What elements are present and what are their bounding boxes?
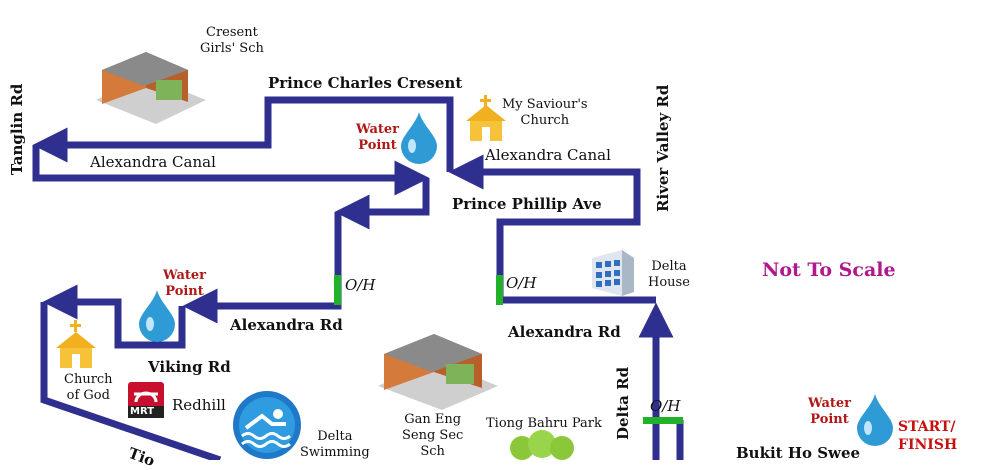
park-tree-icon	[508, 430, 578, 464]
road-label-tanglin: Tanglin Rd	[8, 83, 26, 175]
place-label-redhill: Redhill	[172, 396, 226, 414]
route-segment-tiong	[40, 302, 222, 460]
water-drop-icon	[399, 112, 439, 168]
road-label-river-valley: River Valley Rd	[654, 84, 672, 212]
route-segment-canal-top	[32, 96, 454, 172]
mrt-badge-label: MRT	[130, 406, 155, 417]
road-label-prince-phillip: Prince Phillip Ave	[452, 195, 602, 213]
road-label-viking: Viking Rd	[148, 358, 231, 376]
route-segment-alexandra-left	[182, 212, 342, 324]
overhead-label-left: O/H	[345, 276, 376, 294]
place-label-my-saviour-church: My Saviour's Church	[502, 97, 588, 128]
mrt-station-icon	[128, 382, 164, 418]
road-label-alexandra-left: Alexandra Rd	[230, 316, 343, 334]
office-building-icon	[588, 250, 638, 300]
route-segment-viking	[42, 284, 186, 349]
water-point-label-right: Water Point	[808, 396, 852, 427]
church-icon	[52, 320, 100, 374]
canal-label-right: Alexandra Canal	[485, 146, 611, 164]
road-label-prince-charles: Prince Charles Cresent	[268, 74, 463, 92]
place-label-gan-eng-seng: Gan Eng Seng Sec Sch	[402, 412, 464, 459]
overhead-middle-marker	[496, 275, 503, 305]
overhead-label-right: O/H	[650, 397, 681, 415]
road-label-alexandra-right: Alexandra Rd	[508, 323, 621, 341]
route-segment-alexandra-right	[448, 154, 656, 304]
canal-label-left: Alexandra Canal	[90, 153, 216, 171]
route-segment-canal-return	[32, 145, 430, 196]
route-map	[32, 96, 684, 460]
overhead-right-marker	[643, 417, 683, 424]
route-path	[32, 96, 684, 460]
place-label-church-of-god: Church of God	[64, 372, 113, 403]
not-to-scale-note: Not To Scale	[762, 259, 896, 281]
place-label-delta-swimming: Delta Swimming	[300, 429, 370, 460]
place-label-tiong-bahru-park: Tiong Bahru Park	[486, 416, 602, 431]
water-drop-icon	[855, 394, 895, 450]
water-point-label-top: Water Point	[356, 122, 400, 153]
water-point-label-left: Water Point	[163, 268, 207, 299]
school-building-icon	[378, 320, 498, 414]
overhead-left-marker	[334, 275, 341, 305]
start-finish-label: START/ FINISH	[898, 419, 958, 453]
water-drop-icon	[137, 290, 177, 346]
swimming-icon	[232, 390, 302, 464]
church-icon	[462, 95, 510, 147]
place-label-delta-house: Delta House	[648, 259, 690, 290]
road-label-delta: Delta Rd	[614, 366, 632, 440]
route-segment-down	[334, 178, 430, 230]
road-label-bukit-ho-swee: Bukit Ho Swee	[736, 444, 861, 462]
school-building-icon	[96, 40, 206, 128]
overhead-label-middle: O/H	[506, 274, 537, 292]
place-label-cresent-school: Cresent Girls' Sch	[200, 25, 264, 56]
